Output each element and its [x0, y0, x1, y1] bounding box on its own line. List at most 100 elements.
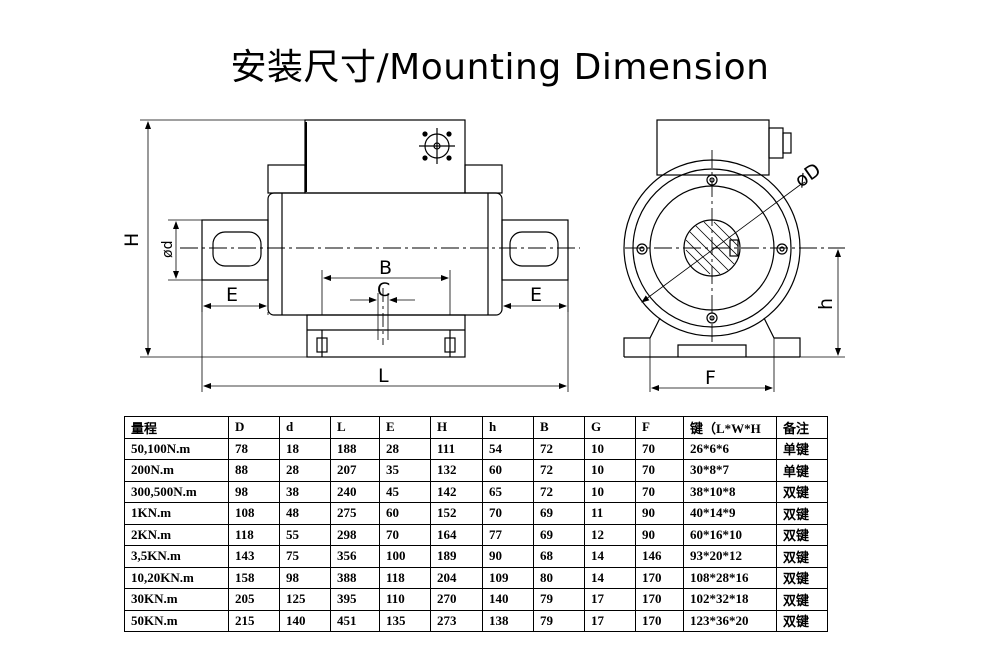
table-cell: 30KN.m	[124, 588, 229, 611]
table-cell: 140	[482, 588, 534, 611]
table-cell: 68	[533, 545, 585, 568]
table-header-cell: G	[584, 416, 636, 439]
table-cell: 17	[584, 609, 636, 632]
label-E-left: E	[226, 284, 238, 306]
table-cell: 80	[533, 566, 585, 589]
label-E-right: E	[530, 284, 542, 306]
table-cell: 70	[635, 459, 684, 482]
table-cell: 138	[482, 609, 534, 632]
table-cell: 69	[533, 523, 585, 546]
table-header-cell: d	[279, 416, 331, 439]
table-cell: 双键	[776, 609, 828, 632]
table-cell: 单键	[776, 437, 828, 460]
table-cell: 125	[279, 588, 331, 611]
table-cell: 102*32*18	[683, 588, 777, 611]
label-C: C	[377, 279, 390, 301]
table-cell: 48	[279, 502, 331, 525]
table-cell: 90	[635, 502, 684, 525]
table-cell: 双键	[776, 566, 828, 589]
table-cell: 451	[330, 609, 380, 632]
table-header-cell: 键（L*W*H	[683, 416, 777, 439]
table-header-cell: E	[379, 416, 431, 439]
label-L: L	[378, 365, 389, 387]
table-cell: 158	[228, 566, 280, 589]
table-cell: 110	[379, 588, 431, 611]
table-cell: 50KN.m	[124, 609, 229, 632]
table-cell: 90	[482, 545, 534, 568]
table-cell: 300,500N.m	[124, 480, 229, 503]
table-cell: 70	[635, 437, 684, 460]
front-view	[201, 119, 569, 358]
table-cell: 11	[584, 502, 636, 525]
table-cell: 77	[482, 523, 534, 546]
table-cell: 356	[330, 545, 380, 568]
table-cell: 54	[482, 437, 534, 460]
table-cell: 14	[584, 566, 636, 589]
table-cell: 10,20KN.m	[124, 566, 229, 589]
table-cell: 70	[635, 480, 684, 503]
table-cell: 单键	[776, 459, 828, 482]
table-cell: 152	[430, 502, 483, 525]
table-cell: 108*28*16	[683, 566, 777, 589]
table-cell: 143	[228, 545, 280, 568]
table-cell: 189	[430, 545, 483, 568]
table-cell: 118	[379, 566, 431, 589]
table-cell: 395	[330, 588, 380, 611]
label-F: F	[705, 367, 716, 389]
table-cell: 188	[330, 437, 380, 460]
table-cell: 65	[482, 480, 534, 503]
table-header-cell: h	[482, 416, 534, 439]
table-cell: 78	[228, 437, 280, 460]
table-cell: 70	[379, 523, 431, 546]
table-cell: 28	[279, 459, 331, 482]
table-cell: 388	[330, 566, 380, 589]
table-cell: 双键	[776, 480, 828, 503]
table-cell: 30*8*7	[683, 459, 777, 482]
table-cell: 207	[330, 459, 380, 482]
table-cell: 205	[228, 588, 280, 611]
table-cell: 14	[584, 545, 636, 568]
table-cell: 108	[228, 502, 280, 525]
table-cell: 215	[228, 609, 280, 632]
table-cell: 60	[379, 502, 431, 525]
table-header-cell: D	[228, 416, 280, 439]
table-cell: 118	[228, 523, 280, 546]
table-cell: 38	[279, 480, 331, 503]
label-H: H	[121, 233, 143, 247]
table-cell: 10	[584, 480, 636, 503]
label-d: ød	[160, 241, 176, 258]
table-cell: 204	[430, 566, 483, 589]
table-cell: 45	[379, 480, 431, 503]
table-cell: 55	[279, 523, 331, 546]
table-cell: 26*6*6	[683, 437, 777, 460]
table-cell: 270	[430, 588, 483, 611]
table-cell: 12	[584, 523, 636, 546]
table-cell: 72	[533, 480, 585, 503]
label-D: øD	[791, 159, 825, 192]
table-cell: 72	[533, 437, 585, 460]
page-title: 安装尺寸/Mounting Dimension	[230, 47, 770, 88]
table-cell: 2KN.m	[124, 523, 229, 546]
table-cell: 98	[279, 566, 331, 589]
table-cell: 298	[330, 523, 380, 546]
table-cell: 79	[533, 609, 585, 632]
table-cell: 93*20*12	[683, 545, 777, 568]
table-cell: 69	[533, 502, 585, 525]
table-cell: 40*14*9	[683, 502, 777, 525]
table-cell: 70	[482, 502, 534, 525]
table-header-cell: 备注	[776, 416, 828, 439]
table-cell: 111	[430, 437, 483, 460]
mounting-drawing: H ød E B C E L øD h F	[121, 119, 845, 392]
table-cell: 50,100N.m	[124, 437, 229, 460]
label-B: B	[379, 257, 392, 279]
table-header-cell: F	[635, 416, 684, 439]
